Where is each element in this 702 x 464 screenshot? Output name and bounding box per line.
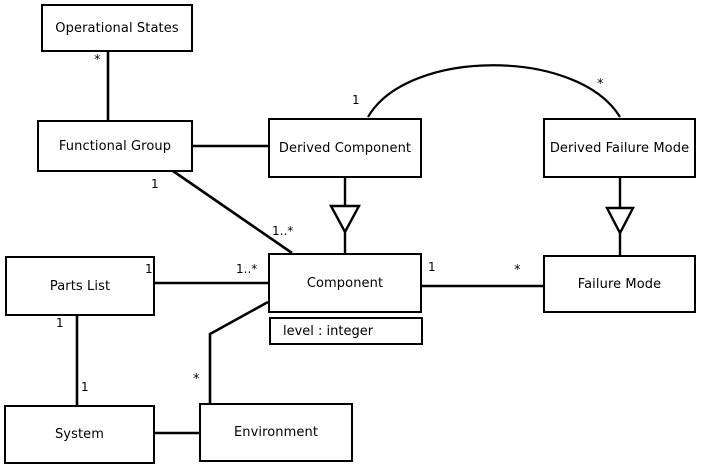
class-name-failure-mode: Failure Mode (577, 276, 662, 292)
multiplicity-component-left-many: 1..* (236, 262, 258, 276)
multiplicity-system-top-one: 1 (81, 380, 89, 394)
multiplicity-failuremode-star: * (514, 263, 521, 278)
multiplicity-opstates-star: * (94, 53, 101, 68)
multiplicity-derivedcomponent-one: 1 (352, 93, 360, 107)
class-box-parts-list[interactable]: Parts List (5, 256, 155, 316)
class-box-failure-mode[interactable]: Failure Mode (543, 255, 696, 313)
generalization-triangle-component (328, 204, 362, 235)
class-box-component[interactable]: Component (268, 253, 422, 313)
multiplicity-derivedfailuremode-star: * (597, 77, 604, 92)
class-box-functional-group[interactable]: Functional Group (37, 120, 193, 172)
edge-functionalgroup-component (172, 169, 293, 255)
class-box-derived-component[interactable]: Derived Component (268, 118, 422, 178)
class-box-environment[interactable]: Environment (199, 403, 353, 462)
class-name-derived-component: Derived Component (278, 140, 412, 156)
class-attributes-component[interactable]: level : integer (269, 317, 423, 345)
multiplicity-functionalgroup-one: 1 (151, 177, 159, 191)
class-box-system[interactable]: System (4, 405, 155, 464)
class-name-component: Component (306, 275, 384, 291)
multiplicity-environment-star: * (193, 372, 200, 387)
edge-component-environment (208, 300, 269, 404)
class-name-operational-states: Operational States (55, 20, 179, 36)
generalization-triangle-failure-mode (605, 206, 635, 236)
multiplicity-diagonal-one-many: 1..* (272, 224, 294, 238)
class-name-environment: Environment (233, 425, 319, 440)
class-name-parts-list: Parts List (49, 278, 111, 294)
class-box-operational-states[interactable]: Operational States (41, 4, 193, 52)
attribute-level: level : integer (283, 323, 374, 339)
multiplicity-partslist-bottom-one: 1 (56, 316, 64, 330)
class-name-functional-group: Functional Group (58, 138, 172, 154)
edge-derivedcomponent-derivedfailuremode (367, 64, 621, 118)
class-name-system: System (54, 427, 105, 442)
multiplicity-partslist-one: 1 (145, 262, 153, 276)
class-box-derived-failure-mode[interactable]: Derived Failure Mode (543, 118, 696, 178)
class-name-derived-failure-mode: Derived Failure Mode (549, 140, 690, 156)
multiplicity-component-right-one: 1 (428, 260, 436, 274)
